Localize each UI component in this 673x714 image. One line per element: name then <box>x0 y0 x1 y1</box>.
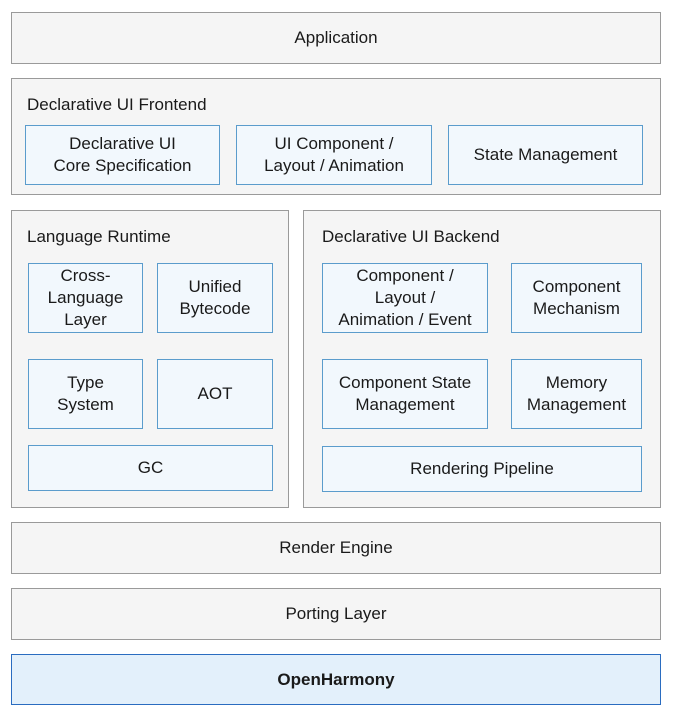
state-management-label: State Management <box>473 145 618 164</box>
ui-component-box: UI Component / Layout / Animation <box>236 125 432 185</box>
application-layer: Application <box>11 12 661 64</box>
language-runtime-group: Language Runtime Cross- Language Layer U… <box>11 210 289 508</box>
frontend-title: Declarative UI Frontend <box>27 95 207 114</box>
backend-title: Declarative UI Backend <box>322 227 500 246</box>
component-layout-event-box: Component / Layout / Animation / Event <box>322 263 488 333</box>
render-engine-label: Render Engine <box>279 538 393 557</box>
application-label: Application <box>294 28 378 47</box>
rendering-pipeline-box: Rendering Pipeline <box>322 446 642 492</box>
backend-group: Declarative UI Backend Component / Layou… <box>303 210 661 508</box>
cross-language-layer-label: Cross- Language Layer <box>47 266 124 329</box>
gc-box: GC <box>28 445 273 491</box>
openharmony-layer: OpenHarmony <box>11 654 661 705</box>
porting-layer-label: Porting Layer <box>285 604 387 623</box>
porting-layer: Porting Layer <box>11 588 661 640</box>
core-specification-box: Declarative UI Core Specification <box>25 125 220 185</box>
gc-label: GC <box>137 458 164 477</box>
language-runtime-title: Language Runtime <box>27 227 171 246</box>
component-state-management-box: Component State Management <box>322 359 488 429</box>
render-engine-layer: Render Engine <box>11 522 661 574</box>
unified-bytecode-box: Unified Bytecode <box>157 263 273 333</box>
type-system-label: Type System <box>57 373 114 414</box>
aot-label: AOT <box>197 384 233 403</box>
type-system-box: Type System <box>28 359 143 429</box>
component-mechanism-label: Component Mechanism <box>532 277 621 318</box>
component-mechanism-box: Component Mechanism <box>511 263 642 333</box>
core-specification-label: Declarative UI Core Specification <box>53 134 192 175</box>
memory-management-label: Memory Management <box>526 373 627 414</box>
state-management-box: State Management <box>448 125 643 185</box>
unified-bytecode-label: Unified Bytecode <box>179 277 251 318</box>
memory-management-box: Memory Management <box>511 359 642 429</box>
cross-language-layer-box: Cross- Language Layer <box>28 263 143 333</box>
frontend-group: Declarative UI Frontend Declarative UI C… <box>11 78 661 195</box>
ui-component-label: UI Component / Layout / Animation <box>264 134 404 175</box>
aot-box: AOT <box>157 359 273 429</box>
component-state-management-label: Component State Management <box>338 373 472 414</box>
component-layout-event-label: Component / Layout / Animation / Event <box>338 266 472 329</box>
openharmony-label: OpenHarmony <box>277 669 395 689</box>
rendering-pipeline-label: Rendering Pipeline <box>410 459 554 478</box>
